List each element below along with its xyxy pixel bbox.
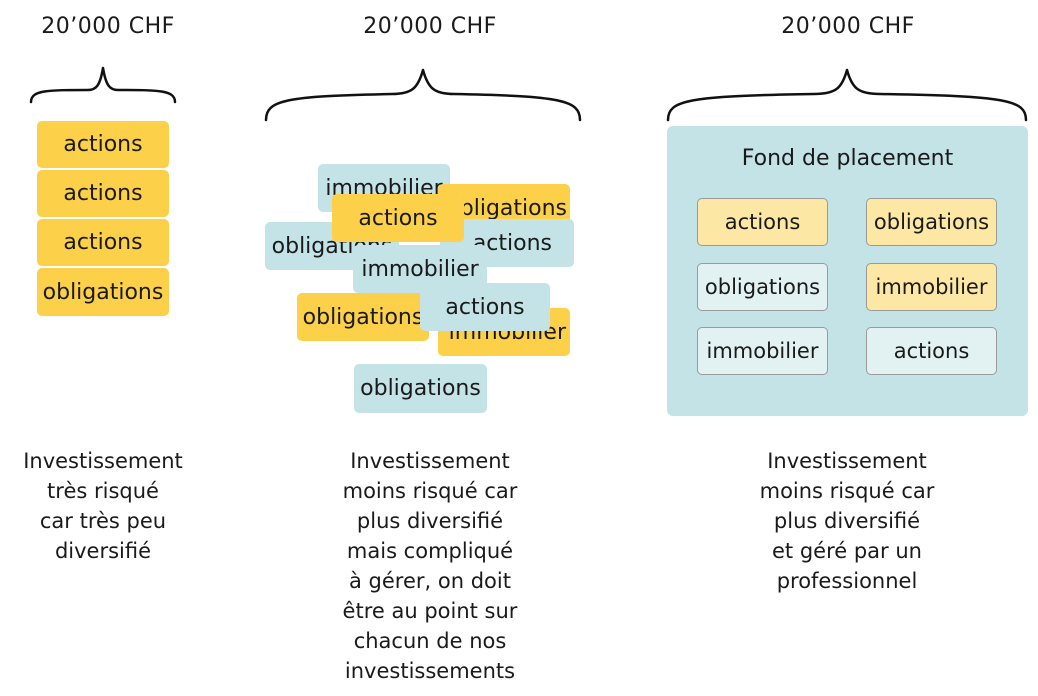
- box-col1-1: actions: [37, 121, 169, 168]
- amount-label-2: 20’000 CHF: [363, 14, 497, 39]
- box-col2-obligations-yellow: obligations: [297, 293, 429, 341]
- fund-title: Fond de placement: [741, 146, 954, 171]
- caption-1: Investissement très risqué car très peu …: [23, 449, 183, 563]
- fund-box-immobilier: immobilier: [866, 263, 997, 311]
- box-col1-3: actions: [37, 219, 169, 266]
- brace-3: [666, 68, 1028, 122]
- caption-3: Investissement moins risqué car plus div…: [759, 449, 935, 593]
- amount-label-3: 20’000 CHF: [781, 14, 915, 39]
- box-col2-obligations-bottom: obligations: [354, 364, 487, 413]
- brace-1: [29, 66, 177, 104]
- fund-box-immobilier-light: immobilier: [697, 327, 828, 375]
- box-col1-4: obligations: [37, 268, 169, 316]
- caption-2: Investissement moins risqué car plus div…: [342, 449, 518, 683]
- fund-box-actions-light: actions: [866, 327, 997, 375]
- box-col2-actions-center: actions: [332, 194, 464, 242]
- box-col2-actions-bottom: actions: [420, 283, 550, 331]
- fund-box-obligations-light: obligations: [697, 263, 828, 311]
- brace-2: [264, 68, 582, 122]
- amount-label-1: 20’000 CHF: [41, 14, 175, 39]
- fund-box-obligations: obligations: [866, 198, 997, 246]
- box-col1-2: actions: [37, 170, 169, 217]
- fund-box-actions: actions: [697, 198, 828, 246]
